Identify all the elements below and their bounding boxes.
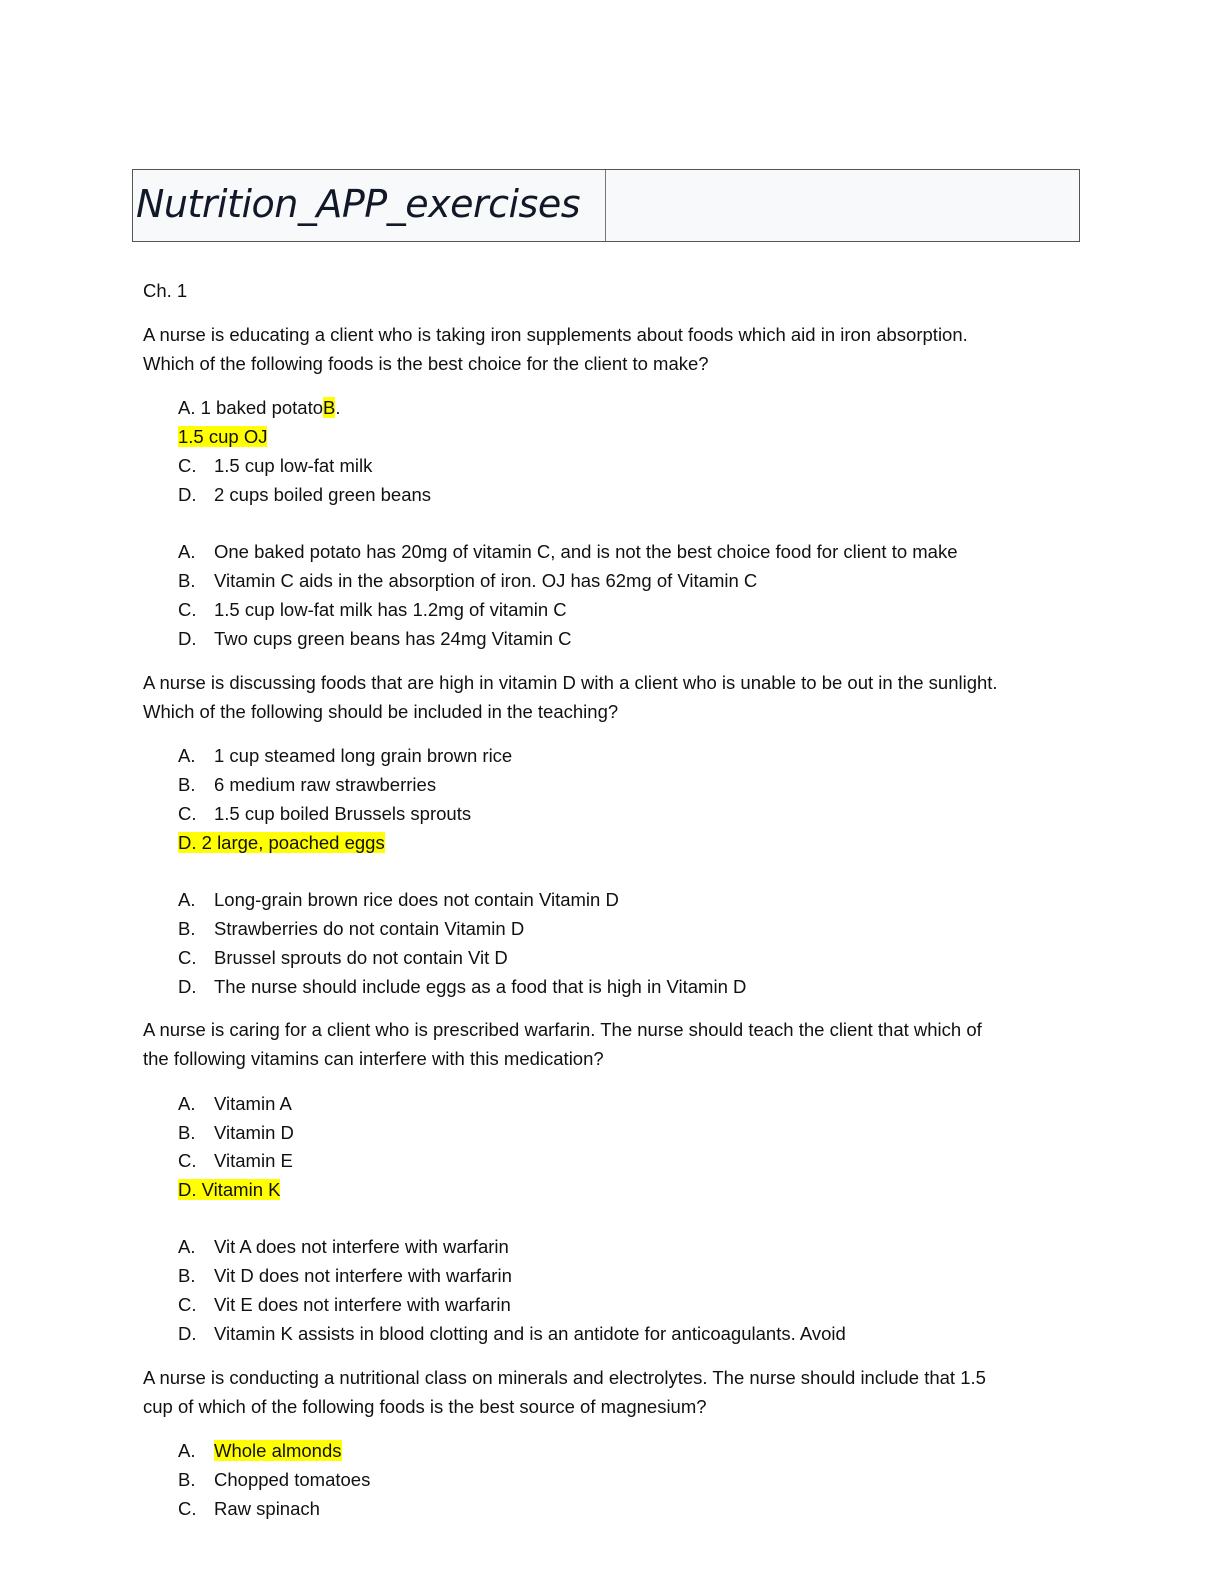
option-letter: C. (178, 1498, 197, 1519)
question-2-option-c: C. 1.5 cup boiled Brussels sprouts (178, 802, 471, 826)
question-1-option-b: 1.5 cup OJ (178, 425, 268, 449)
rationale-item: A. One baked potato has 20mg of vitamin C… (178, 540, 958, 564)
correct-answer: Whole almonds (214, 1440, 342, 1461)
rationale-text: Two cups green beans has 24mg Vitamin C (214, 628, 572, 649)
rationale-text: 1.5 cup low-fat milk has 1.2mg of vitami… (214, 599, 567, 620)
question-3-option-b: B. Vitamin D (178, 1121, 294, 1145)
question-1-option-d: D. 2 cups boiled green beans (178, 483, 431, 507)
rationale-text: One baked potato has 20mg of vitamin C, … (214, 541, 958, 562)
rationale-letter: A. (178, 1236, 196, 1257)
rationale-item: B. Vitamin C aids in the absorption of ir… (178, 569, 757, 593)
rationale-letter: C. (178, 1294, 197, 1315)
question-3-option-c: C. Vitamin E (178, 1149, 293, 1173)
option-text: 6 medium raw strawberries (214, 774, 437, 795)
title-cell: Nutrition_APP_exercises (133, 170, 606, 241)
option-text: 2 cups boiled green beans (214, 484, 432, 505)
question-4-option-c: C. Raw spinach (178, 1497, 320, 1521)
question-1-stem: A nurse is educating a client who is tak… (143, 324, 968, 345)
option-letter: B. (178, 1122, 196, 1143)
question-3-stem: the following vitamins can interfere wit… (143, 1048, 604, 1069)
correct-answer: D. 2 large, poached eggs (178, 832, 385, 853)
option-text: Vitamin D (214, 1122, 294, 1143)
rationale-item: D. Vitamin K assists in blood clotting an… (178, 1322, 846, 1346)
option-letter: C. (178, 455, 197, 476)
option-b-dot: . (335, 397, 341, 418)
rationale-text: Vit D does not interfere with warfarin (214, 1265, 512, 1286)
rationale-item: C. Vit E does not interfere with warfarin (178, 1293, 511, 1317)
rationale-item: B. Vit D does not interfere with warfarin (178, 1264, 512, 1288)
option-text: Vitamin E (214, 1150, 293, 1171)
option-letter: B. (178, 1469, 196, 1490)
question-3-stem: A nurse is caring for a client who is pr… (143, 1019, 982, 1040)
option-letter: D. (178, 484, 197, 505)
rationale-letter: D. (178, 628, 197, 649)
option-letter: A. (178, 1440, 196, 1461)
question-4-stem: A nurse is conducting a nutritional clas… (143, 1367, 986, 1388)
question-2-stem: Which of the following should be include… (143, 701, 619, 722)
question-3-option-d: D. Vitamin K (178, 1178, 281, 1202)
rationale-item: C. Brussel sprouts do not contain Vit D (178, 946, 508, 970)
option-text: Raw spinach (214, 1498, 320, 1519)
question-1-stem: Which of the following foods is the best… (143, 353, 709, 374)
question-1-option-a: A. 1 baked potatoB. (178, 396, 341, 420)
rationale-letter: D. (178, 1323, 197, 1344)
question-2-option-d: D. 2 large, poached eggs (178, 831, 385, 855)
option-letter: B. (178, 774, 196, 795)
option-letter: A. (178, 1093, 196, 1114)
question-3-option-a: A. Vitamin A (178, 1092, 292, 1116)
rationale-text: Vitamin K assists in blood clotting and … (214, 1323, 846, 1344)
option-text: Chopped tomatoes (214, 1469, 371, 1490)
option-text: 1.5 cup low-fat milk (214, 455, 373, 476)
chapter-heading: Ch. 1 (143, 280, 188, 301)
rationale-letter: B. (178, 570, 196, 591)
rationale-item: B. Strawberries do not contain Vitamin D (178, 917, 524, 941)
rationale-text: Long-grain brown rice does not contain V… (214, 889, 619, 910)
rationale-item: C. 1.5 cup low-fat milk has 1.2mg of vita… (178, 598, 567, 622)
rationale-text: The nurse should include eggs as a food … (214, 976, 747, 997)
rationale-item: D. Two cups green beans has 24mg Vitamin … (178, 627, 572, 651)
option-b-letter: B (323, 397, 336, 418)
question-2-option-a: A. 1 cup steamed long grain brown rice (178, 744, 512, 768)
rationale-item: A. Long-grain brown rice does not contain… (178, 888, 619, 912)
rationale-item: D. The nurse should include eggs as a foo… (178, 975, 746, 999)
question-1-option-c: C. 1.5 cup low-fat milk (178, 454, 372, 478)
title-table: Nutrition_APP_exercises (132, 169, 1080, 242)
rationale-letter: C. (178, 947, 197, 968)
document-title: Nutrition_APP_exercises (136, 182, 581, 226)
option-text: 1.5 cup boiled Brussels sprouts (214, 803, 472, 824)
rationale-text: Vit A does not interfere with warfarin (214, 1236, 509, 1257)
rationale-letter: A. (178, 541, 196, 562)
option-text: Vitamin A (214, 1093, 292, 1114)
rationale-letter: D. (178, 976, 197, 997)
rationale-letter: C. (178, 599, 197, 620)
option-letter: C. (178, 803, 197, 824)
option-text: A. 1 baked potato (178, 397, 324, 418)
question-4-option-a: A. Whole almonds (178, 1439, 342, 1463)
correct-answer: 1.5 cup OJ (178, 426, 268, 447)
option-text: 1 cup steamed long grain brown rice (214, 745, 513, 766)
rationale-text: Vit E does not interfere with warfarin (214, 1294, 511, 1315)
option-letter: C. (178, 1150, 197, 1171)
correct-answer: D. Vitamin K (178, 1179, 281, 1200)
rationale-letter: A. (178, 889, 196, 910)
option-letter: A. (178, 745, 196, 766)
question-2-option-b: B. 6 medium raw strawberries (178, 773, 436, 797)
rationale-letter: B. (178, 918, 196, 939)
rationale-letter: B. (178, 1265, 196, 1286)
rationale-text: Strawberries do not contain Vitamin D (214, 918, 525, 939)
rationale-item: A. Vit A does not interfere with warfarin (178, 1235, 509, 1259)
question-2-stem: A nurse is discussing foods that are hig… (143, 672, 998, 693)
question-4-stem: cup of which of the following foods is t… (143, 1396, 707, 1417)
rationale-text: Vitamin C aids in the absorption of iron… (214, 570, 758, 591)
rationale-text: Brussel sprouts do not contain Vit D (214, 947, 508, 968)
question-4-option-b: B. Chopped tomatoes (178, 1468, 370, 1492)
